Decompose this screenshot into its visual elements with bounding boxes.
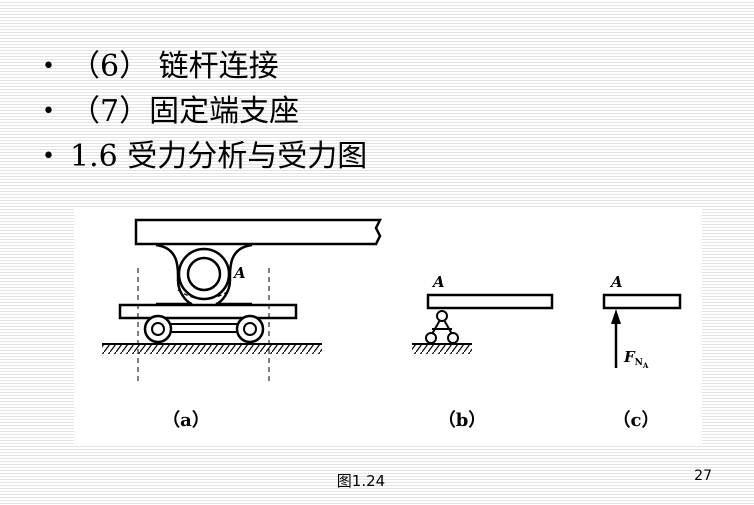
- saddle-right: [215, 243, 253, 306]
- ground-hatch-a: [102, 345, 322, 354]
- roller-outer: [177, 247, 231, 301]
- cart-plate: [118, 303, 298, 320]
- point-label-b: A: [431, 273, 445, 291]
- support-diagram: A A A FNA （a） （b） （c）: [102, 218, 682, 431]
- bullet-text: （7）固定端支座: [70, 94, 300, 129]
- beam-c: [602, 293, 682, 310]
- point-label-a: A: [232, 264, 246, 282]
- bullet-text: （6） 链杆连接: [70, 49, 279, 84]
- pin-top: [436, 310, 448, 322]
- bullet-item: • 1.6 受力分析与受力图: [42, 134, 367, 179]
- wheel-left-hub: [151, 322, 165, 336]
- ground-hatch-b: [412, 345, 472, 354]
- bullet-dot: •: [42, 99, 55, 124]
- figure-caption: 图1.24: [336, 472, 386, 490]
- page-number: 27: [694, 468, 712, 484]
- wheel-left: [143, 314, 173, 344]
- subfigure-label-b: （b）: [438, 410, 487, 431]
- force-label: FNA: [623, 348, 649, 370]
- bullet-dot: •: [42, 144, 55, 169]
- saddle-left: [155, 243, 193, 306]
- link-right: [443, 319, 453, 335]
- subfigure-label-c: （c）: [613, 410, 660, 431]
- force-arrow-head: [611, 309, 621, 324]
- bullet-list: • （6） 链杆连接 • （7）固定端支座 • 1.6 受力分析与受力图: [42, 44, 367, 179]
- bullet-item: • （6） 链杆连接: [42, 44, 367, 89]
- pin-left: [425, 332, 437, 344]
- roller-inner: [186, 256, 222, 292]
- subfigure-label-a: （a）: [162, 410, 210, 431]
- figure-panel: A A A FNA （a） （b） （c）: [74, 208, 702, 446]
- point-label-c: A: [609, 273, 623, 291]
- beam-b: [426, 293, 554, 310]
- pin-right: [447, 332, 459, 344]
- roller-dashed: [177, 289, 231, 300]
- wheel-right-hub: [243, 322, 257, 336]
- wheel-right: [235, 314, 265, 344]
- diagram-b: [412, 293, 554, 354]
- diagram-a: [102, 218, 383, 384]
- link-left: [431, 319, 441, 335]
- beam-a: [134, 218, 383, 246]
- bullet-dot: •: [42, 54, 55, 79]
- bullet-item: • （7）固定端支座: [42, 89, 367, 134]
- bullet-text: 1.6 受力分析与受力图: [70, 139, 368, 174]
- diagram-c: [602, 293, 682, 368]
